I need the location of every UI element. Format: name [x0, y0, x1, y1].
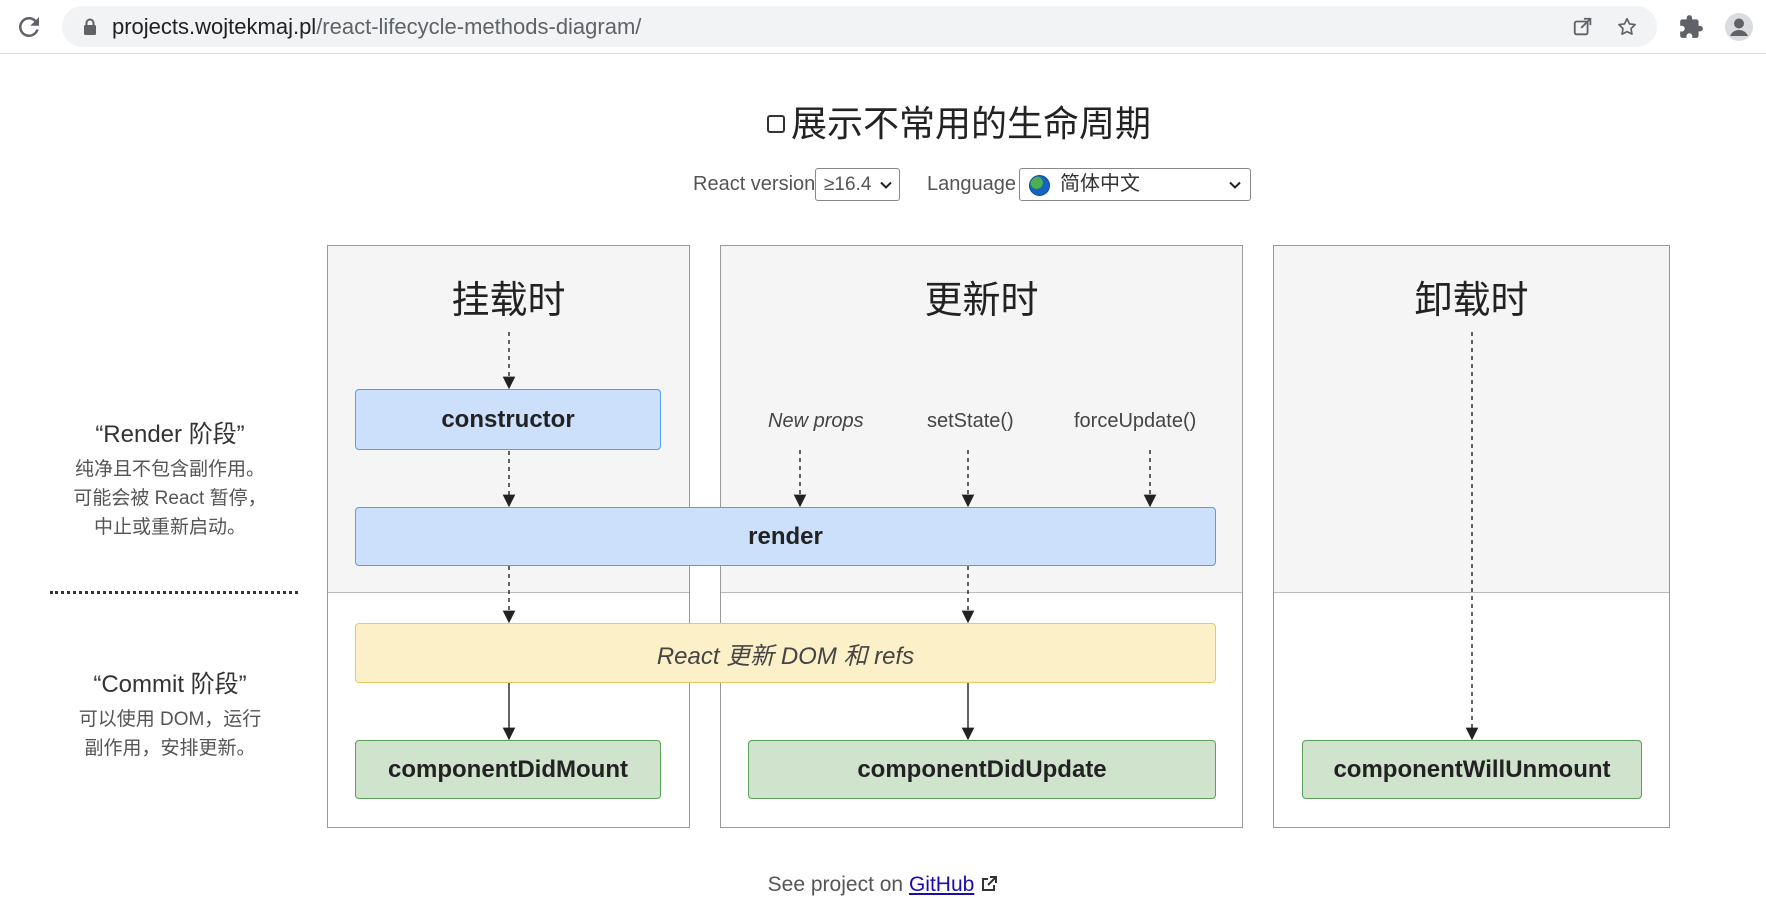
unmounting-column-title: 卸载时 — [1414, 280, 1529, 322]
browser-toolbar: projects.wojtekmaj.pl/react-lifecycle-me… — [0, 0, 1766, 54]
react-version-value: ≥16.4 — [824, 174, 872, 195]
share-icon[interactable] — [1572, 16, 1594, 38]
render-phase-title: “Render 阶段” — [95, 421, 245, 448]
component-did-update-method[interactable]: componentDidUpdate — [748, 740, 1216, 799]
commit-phase-line: 副作用，安排更新。 — [84, 738, 256, 759]
address-bar[interactable]: projects.wojtekmaj.pl/react-lifecycle-me… — [62, 6, 1657, 47]
render-phase-line: 可能会被 React 暂停， — [73, 488, 267, 509]
footer-prefix: See project on — [767, 873, 904, 896]
external-link-icon[interactable] — [980, 875, 998, 893]
react-version-select[interactable]: ≥16.4 — [815, 168, 900, 201]
show-rare-checkbox[interactable] — [767, 115, 785, 133]
language-label: Language — [927, 173, 1016, 195]
url-text[interactable]: projects.wojtekmaj.pl/react-lifecycle-me… — [112, 16, 641, 38]
phase-divider — [50, 591, 298, 594]
force-update-trigger: forceUpdate() — [1074, 410, 1197, 432]
show-rare-lifecycles-toggle[interactable]: 展示不常用的生命周期 — [767, 102, 1151, 146]
react-updates-dom-and-refs: React 更新 DOM 和 refs — [355, 623, 1216, 683]
reload-icon[interactable] — [14, 12, 44, 42]
url-host: projects.wojtekmaj.pl — [112, 14, 317, 39]
new-props-trigger: New props — [768, 410, 864, 432]
render-phase-line: 中止或重新启动。 — [93, 517, 246, 538]
language-select[interactable]: 简体中文 — [1019, 168, 1251, 201]
lock-icon[interactable] — [82, 18, 98, 36]
commit-phase-text: 可以使用 DOM，运行 副作用，安排更新。 — [40, 705, 300, 763]
chevron-down-icon — [1229, 181, 1241, 189]
profile-avatar-icon[interactable] — [1724, 12, 1754, 42]
set-state-trigger: setState() — [927, 410, 1014, 432]
render-phase-description: “Render 阶段” 纯净且不包含副作用。 可能会被 React 暂停， 中止… — [40, 414, 300, 542]
language-value: 简体中文 — [1060, 173, 1140, 195]
show-rare-label: 展示不常用的生命周期 — [791, 103, 1152, 144]
globe-icon — [1029, 175, 1050, 196]
footer: See project on GitHub — [0, 873, 1766, 897]
commit-phase-description: “Commit 阶段” 可以使用 DOM，运行 副作用，安排更新。 — [40, 664, 300, 763]
star-icon[interactable] — [1616, 16, 1638, 38]
render-phase-line: 纯净且不包含副作用。 — [74, 459, 265, 480]
render-phase-text: 纯净且不包含副作用。 可能会被 React 暂停， 中止或重新启动。 — [40, 455, 300, 542]
constructor-method[interactable]: constructor — [355, 389, 661, 450]
component-did-mount-method[interactable]: componentDidMount — [355, 740, 661, 799]
chevron-down-icon — [880, 181, 892, 189]
updating-column-title: 更新时 — [924, 280, 1039, 322]
github-link[interactable]: GitHub — [908, 873, 975, 896]
component-will-unmount-method[interactable]: componentWillUnmount — [1302, 740, 1642, 799]
react-version-label: React version — [693, 173, 816, 195]
commit-phase-line: 可以使用 DOM，运行 — [78, 709, 262, 730]
mounting-column-title: 挂载时 — [451, 280, 566, 322]
commit-phase-title: “Commit 阶段” — [93, 671, 247, 698]
extensions-icon[interactable] — [1678, 14, 1704, 40]
url-path: /react-lifecycle-methods-diagram/ — [316, 14, 642, 39]
render-method[interactable]: render — [355, 507, 1216, 566]
